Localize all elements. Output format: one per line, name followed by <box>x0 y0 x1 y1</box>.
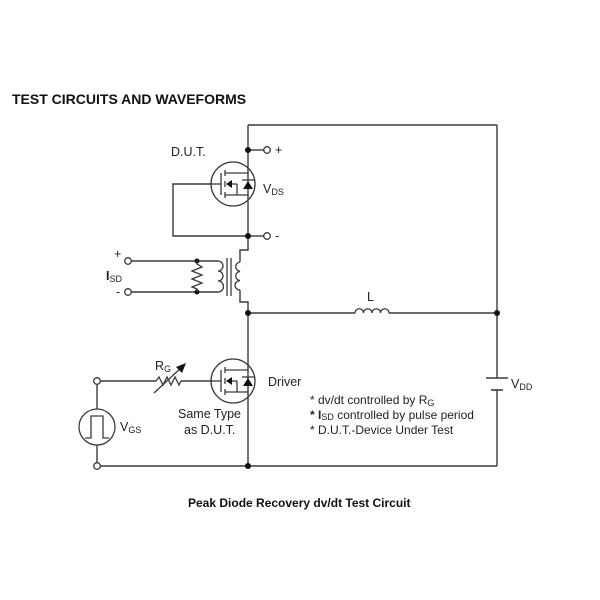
junction-dot <box>494 310 500 316</box>
driver-note-line2: as D.U.T. <box>184 423 235 437</box>
terminal-vds-minus <box>263 232 271 240</box>
dut-label: D.U.T. <box>171 145 206 159</box>
terminal-vgs-top <box>93 377 101 385</box>
primary-coil-icon <box>217 260 225 293</box>
wire-secondary-bottom <box>239 290 249 313</box>
isd-minus-label: - <box>116 285 120 299</box>
vds-minus-label: - <box>275 229 279 243</box>
figure-caption: Peak Diode Recovery dv/dt Test Circuit <box>188 496 411 510</box>
isd-plus-label: + <box>114 247 121 261</box>
shunt-resistor-icon <box>190 261 204 292</box>
vds-plus-label: + <box>275 143 282 157</box>
junction-dot <box>245 147 251 153</box>
junction-dot <box>245 310 251 316</box>
battery-icon <box>486 377 508 391</box>
driver-note-line1: Same Type <box>178 407 241 421</box>
pulse-source-icon <box>78 408 116 446</box>
dut-mosfet-icon <box>210 161 256 207</box>
rg-label: RG <box>155 359 171 374</box>
note-dut: * D.U.T.-Device Under Test <box>310 423 454 437</box>
vdd-label: VDD <box>511 377 533 392</box>
variable-resistor-icon <box>153 363 186 394</box>
junction-dot <box>245 233 251 239</box>
junctions <box>194 147 500 469</box>
inductor-label: L <box>367 290 374 304</box>
vgs-label: VGS <box>120 420 141 435</box>
wire-secondary-top <box>239 236 249 262</box>
terminal-isd-plus <box>124 257 132 265</box>
section-title: TEST CIRCUITS AND WAVEFORMS <box>12 91 246 107</box>
wire-dut-gate-short <box>172 183 248 237</box>
driver-mosfet-icon <box>210 358 256 404</box>
isd-label: ISD <box>106 269 122 284</box>
terminal-isd-minus <box>124 288 132 296</box>
inductor-icon <box>354 308 390 314</box>
isd-transformer-icon <box>190 258 241 296</box>
junction-dot <box>245 463 251 469</box>
terminals <box>93 146 271 470</box>
secondary-coil-icon <box>234 261 241 291</box>
vds-label: VDS <box>263 182 284 197</box>
driver-label: Driver <box>268 375 301 389</box>
note-dvdt: * dv/dt controlled by RG <box>310 393 434 408</box>
terminal-vds-plus <box>263 146 271 154</box>
terminal-vgs-bottom <box>93 462 101 470</box>
note-isd: * ISD controlled by pulse period <box>310 408 474 422</box>
